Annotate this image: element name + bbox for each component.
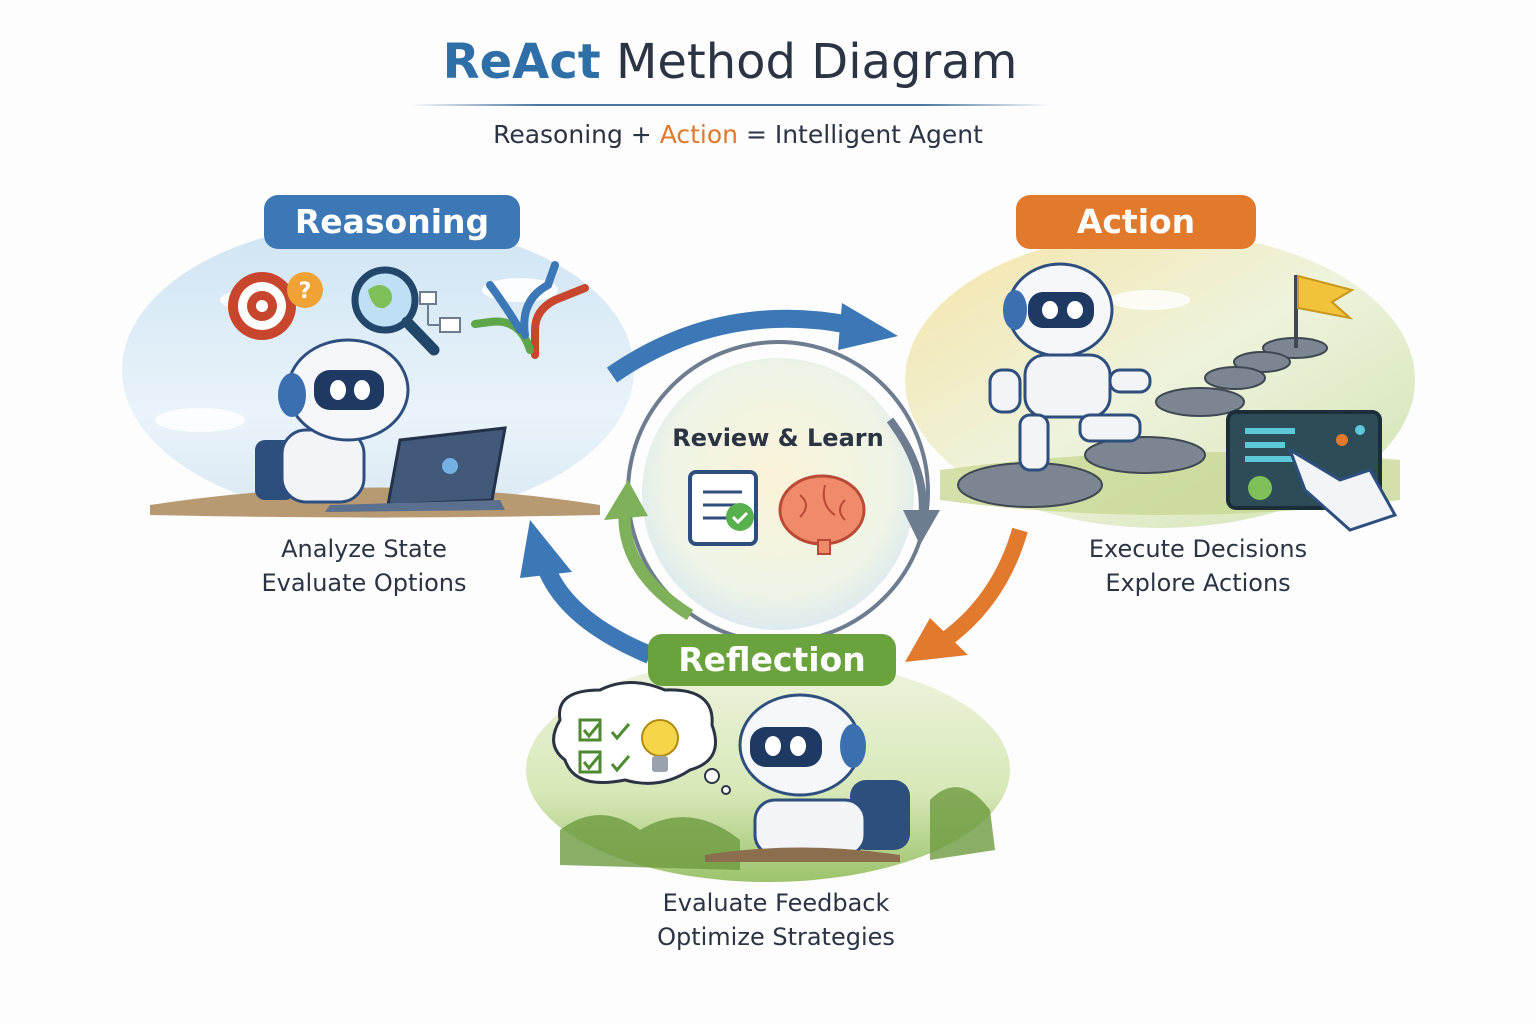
- robot-hand-icon: [1287, 446, 1398, 532]
- reasoning-caption: Analyze State Evaluate Options: [214, 532, 514, 600]
- title-highlight: ReAct: [442, 34, 601, 90]
- inner-arrow-left: [618, 504, 694, 621]
- reflection-caption-line2: Optimize Strategies: [657, 923, 895, 951]
- flowchart-icon: [419, 291, 461, 333]
- arrow-action-to-reflection: [940, 527, 1028, 647]
- subtitle: Reasoning + Action = Intelligent Agent: [0, 120, 1476, 149]
- title-rest: Method Diagram: [600, 34, 1018, 90]
- brain-icon: [778, 474, 866, 555]
- reasoning-caption-line2: Evaluate Options: [261, 569, 467, 597]
- svg-text:?: ?: [299, 279, 312, 304]
- review-learn-center: [604, 340, 940, 644]
- flag-icon: [1294, 274, 1355, 348]
- arrow-reflection-to-reasoning: [536, 561, 654, 664]
- center-label: Review & Learn: [672, 424, 884, 452]
- inner-arrow-right-head: [903, 510, 940, 545]
- stage-pill-reasoning: Reasoning: [264, 195, 520, 249]
- checklist-icon: [578, 718, 631, 774]
- stepping-stones-icon: [957, 337, 1328, 508]
- robot-icon: [988, 262, 1152, 472]
- title-divider: [410, 104, 1050, 106]
- robot-icon: [255, 338, 410, 504]
- laptop-icon: [325, 426, 507, 512]
- subtitle-part1: Reasoning +: [493, 120, 660, 149]
- clipboard-check-icon: [688, 470, 758, 546]
- reflection-caption: Evaluate Feedback Optimize Strategies: [626, 886, 926, 954]
- reasoning-caption-line1: Analyze State: [281, 535, 447, 563]
- reflection-scene: [526, 658, 1010, 882]
- subtitle-part2: = Intelligent Agent: [738, 120, 983, 149]
- stage-pill-action: Action: [1016, 195, 1256, 249]
- magnifier-globe-icon: [351, 266, 440, 356]
- stage-pill-reflection: Reflection: [648, 634, 896, 686]
- arrow-reflection-to-reasoning-head: [520, 520, 572, 578]
- thought-bubble-icon: [552, 681, 731, 795]
- inner-arrow-right: [886, 417, 927, 521]
- page-title: ReAct Method Diagram: [0, 34, 1460, 90]
- arrow-reasoning-to-action: [606, 309, 852, 383]
- reflection-caption-line1: Evaluate Feedback: [662, 889, 890, 917]
- arrow-reasoning-to-action-head: [838, 303, 898, 350]
- action-caption: Execute Decisions Explore Actions: [1048, 532, 1348, 600]
- reasoning-scene: ?: [122, 222, 634, 518]
- branching-arrows-icon: [471, 261, 589, 359]
- target-question-icon: ?: [228, 272, 323, 340]
- action-caption-line1: Execute Decisions: [1088, 535, 1308, 563]
- robot-icon: [705, 693, 910, 862]
- arrow-action-to-reflection-head: [905, 618, 968, 662]
- action-caption-line2: Explore Actions: [1105, 569, 1291, 597]
- lightbulb-icon: [641, 719, 679, 772]
- inner-arrow-left-head: [604, 480, 648, 520]
- action-scene: [905, 232, 1415, 532]
- subtitle-highlight: Action: [659, 120, 738, 149]
